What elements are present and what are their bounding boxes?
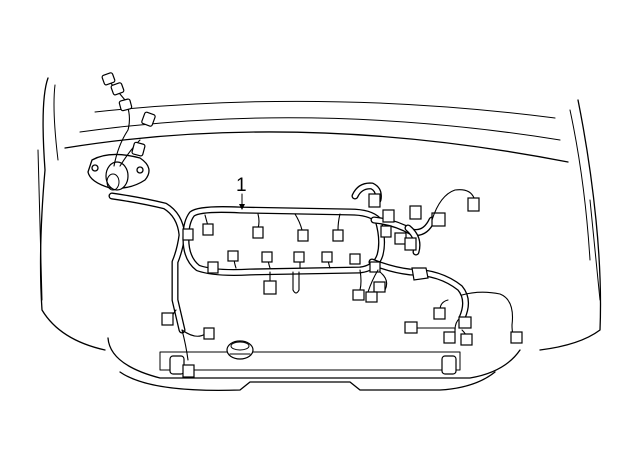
radiator-support [107, 337, 521, 391]
lower-left-branch [161, 309, 215, 378]
strut-mount-bracket [87, 153, 150, 191]
right-connector-cluster [352, 189, 480, 303]
callout-1: 1 [236, 175, 247, 210]
radiator-cap [226, 340, 254, 360]
lower-right-branch [404, 291, 523, 346]
lower-leads [263, 271, 300, 295]
upper-left-lead [101, 72, 156, 167]
hood-outline [37, 77, 602, 351]
callout-number: 1 [236, 175, 247, 196]
loop-connectors [182, 213, 361, 274]
